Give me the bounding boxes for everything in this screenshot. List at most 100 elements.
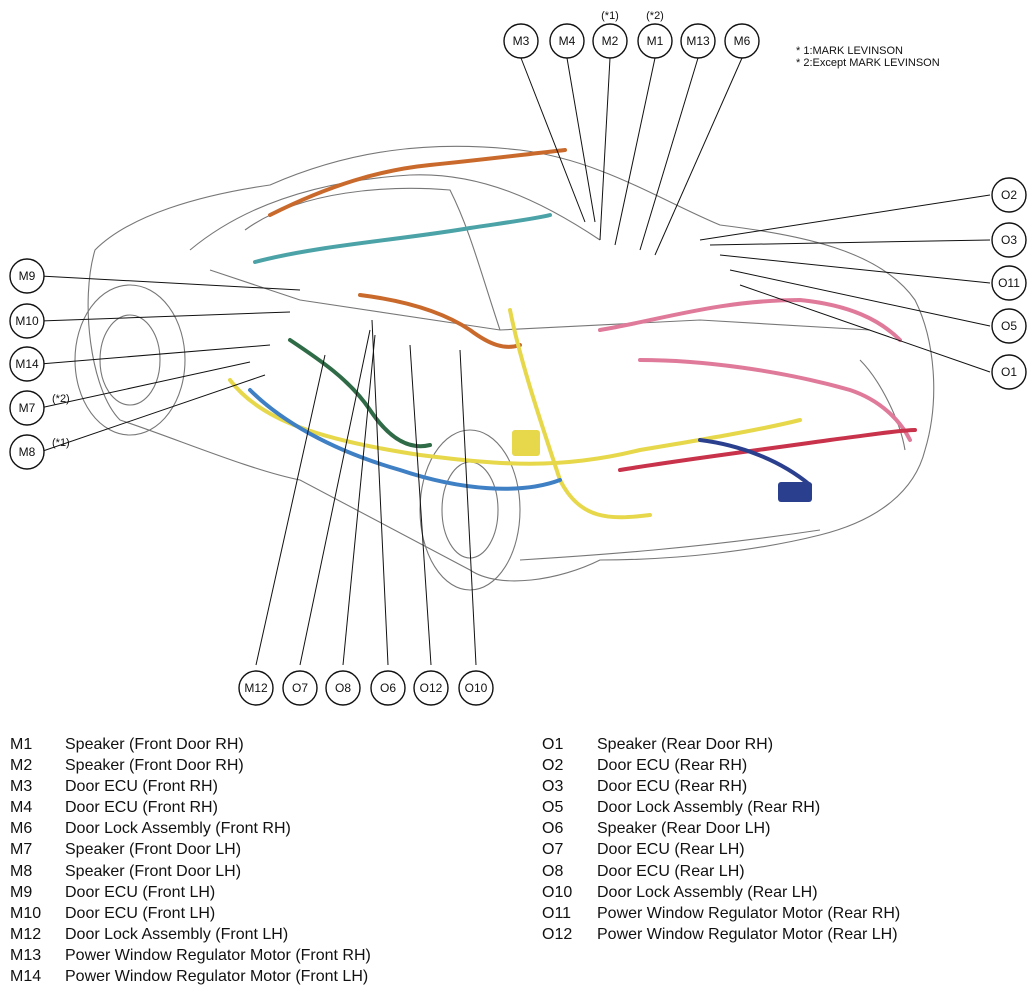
legend-description: Door ECU (Rear LH): [597, 862, 745, 880]
marker-m1: (*2): [646, 10, 664, 22]
svg-text:M7: M7: [19, 401, 36, 415]
harness-teal: [253, 213, 552, 264]
legend-description: Door ECU (Rear RH): [597, 757, 748, 775]
legend-description: Door Lock Assembly (Rear LH): [597, 883, 818, 901]
svg-text:M3: M3: [513, 34, 530, 48]
legend-code: M3: [10, 778, 33, 796]
svg-text:M8: M8: [19, 445, 36, 459]
legend-row: M12 Door Lock Assembly (Front LH): [10, 924, 371, 945]
legend-description: Door Lock Assembly (Front LH): [65, 925, 289, 943]
svg-text:O10: O10: [465, 681, 488, 695]
svg-text:O2: O2: [1001, 188, 1017, 202]
callout-m2: M2: [592, 23, 628, 59]
legend-code: M12: [10, 925, 42, 943]
callout-o11: O11: [991, 265, 1027, 301]
harness-red: [618, 428, 917, 472]
svg-text:M2: M2: [602, 34, 619, 48]
legend-row: M4 Door ECU (Front RH): [10, 797, 371, 818]
svg-text:O11: O11: [998, 276, 1020, 290]
legend-row: O10 Door Lock Assembly (Rear LH): [542, 882, 900, 903]
svg-text:O6: O6: [380, 681, 396, 695]
marker-m8: (*1): [52, 437, 70, 449]
legend-code: M7: [10, 841, 33, 859]
svg-text:M4: M4: [559, 34, 576, 48]
harness-wiring: [228, 148, 917, 520]
callout-o12: O12: [413, 670, 449, 706]
legend-description: Power Window Regulator Motor (Front RH): [65, 946, 371, 964]
legend-row: M7 Speaker (Front Door LH): [10, 839, 371, 860]
callout-o3: O3: [991, 222, 1027, 258]
legend-row: O8 Door ECU (Rear LH): [542, 861, 900, 882]
callout-m6: M6: [724, 23, 760, 59]
callout-m7: M7: [9, 390, 45, 426]
legend-code: O8: [542, 862, 564, 880]
harness-blue: [248, 388, 562, 491]
wiring-harness-diagram: M3 M4 M2 M1 M13 M6 O2 O3 O11 O5 O1 M9 M1…: [9, 10, 1027, 706]
legend-row: O6 Speaker (Rear Door LH): [542, 818, 900, 839]
legend-code: O10: [542, 883, 573, 901]
harness-green: [288, 338, 432, 449]
svg-text:M1: M1: [647, 34, 664, 48]
legend-code: M6: [10, 820, 33, 838]
legend-code: M2: [10, 757, 33, 775]
callout-o7: O7: [282, 670, 318, 706]
callout-m4: M4: [549, 23, 585, 59]
legend-code: M4: [10, 799, 33, 817]
legend-row: O12 Power Window Regulator Motor (Rear LH…: [542, 924, 900, 945]
svg-text:O5: O5: [1001, 319, 1017, 333]
note-line-2: * 2:Except MARK LEVINSON: [796, 57, 940, 69]
legend-description: Power Window Regulator Motor (Rear RH): [597, 904, 901, 922]
callout-o5: O5: [991, 308, 1027, 344]
legend-description: Power Window Regulator Motor (Rear LH): [597, 925, 898, 943]
legend-description: Door Lock Assembly (Front RH): [65, 820, 291, 838]
legend-row: O2 Door ECU (Rear RH): [542, 755, 900, 776]
harness-navy: [698, 438, 812, 487]
callout-o2: O2: [991, 177, 1027, 213]
legend-code: O5: [542, 799, 564, 817]
svg-text:M9: M9: [19, 269, 36, 283]
legend-code: O6: [542, 820, 564, 838]
legend-description: Speaker (Front Door LH): [65, 862, 242, 880]
svg-text:O3: O3: [1001, 233, 1017, 247]
callout-m3: M3: [503, 23, 539, 59]
legend-code: M1: [10, 736, 33, 753]
callout-m1: M1: [637, 23, 673, 59]
legend-description: Door ECU (Front LH): [65, 883, 216, 901]
legend-code: O7: [542, 841, 564, 859]
car-outline: [74, 145, 935, 591]
legend-description: Speaker (Rear Door LH): [597, 820, 771, 838]
legend-code: O3: [542, 778, 564, 796]
leader-lines: [39, 57, 991, 666]
callout-o8: O8: [325, 670, 361, 706]
callout-m10: M10: [9, 303, 45, 339]
legend-code: O2: [542, 757, 564, 775]
legend-row: M13 Power Window Regulator Motor (Front R…: [10, 945, 371, 966]
legend-description: Door ECU (Front RH): [65, 799, 218, 817]
legend-row: M10 Door ECU (Front LH): [10, 903, 371, 924]
legend-description: Speaker (Front Door LH): [65, 841, 242, 859]
legend-code: O12: [542, 925, 573, 943]
callout-m13: M13: [680, 23, 716, 59]
legend-code: M10: [10, 904, 42, 922]
harness-orange: [268, 148, 567, 217]
callout-m12: M12: [238, 670, 274, 706]
callout-o6: O6: [370, 670, 406, 706]
legend-code: M13: [10, 946, 42, 964]
callouts: M3 M4 M2 M1 M13 M6 O2 O3 O11 O5 O1 M9 M1…: [9, 23, 1027, 706]
legend-code: M14: [10, 968, 42, 986]
legend-description: Speaker (Front Door RH): [65, 757, 244, 775]
legend-description: Door ECU (Front LH): [65, 904, 216, 922]
svg-text:M12: M12: [244, 681, 268, 695]
